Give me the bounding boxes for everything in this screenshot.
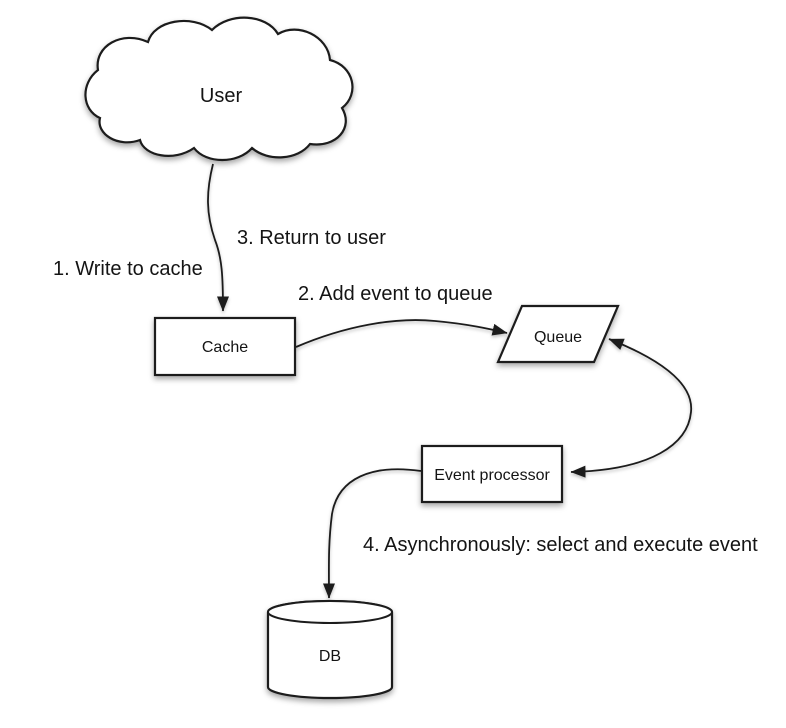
db-cylinder-top bbox=[267, 600, 393, 624]
diagram-labels: User Cache Queue Event processor DB 1. W… bbox=[53, 85, 758, 665]
cache-box bbox=[153, 316, 297, 377]
diagram-connectors bbox=[207, 163, 692, 599]
diagram-shapes bbox=[84, 16, 620, 700]
user-node-label: User bbox=[200, 85, 243, 107]
event-processor-node-label: Event processor bbox=[434, 467, 550, 484]
cache-node-label: Cache bbox=[202, 339, 248, 356]
arrow-processor-to-db bbox=[322, 468, 422, 599]
arrow-user-to-cache bbox=[207, 163, 229, 312]
arrow-queue-processor-bidirectional bbox=[570, 338, 692, 478]
step4-label: 4. Asynchronously: select and execute ev… bbox=[363, 534, 758, 556]
arrow-cache-to-queue bbox=[295, 319, 508, 348]
user-cloud-shape bbox=[84, 16, 354, 161]
event-processor-box bbox=[420, 444, 564, 504]
db-node-label: DB bbox=[319, 648, 341, 665]
step3-label: 3. Return to user bbox=[237, 227, 386, 249]
queue-node-label: Queue bbox=[534, 329, 582, 346]
db-cylinder bbox=[266, 599, 394, 700]
step2-label: 2. Add event to queue bbox=[298, 283, 493, 305]
step1-label: 1. Write to cache bbox=[53, 258, 203, 280]
queue-parallelogram bbox=[496, 304, 620, 364]
